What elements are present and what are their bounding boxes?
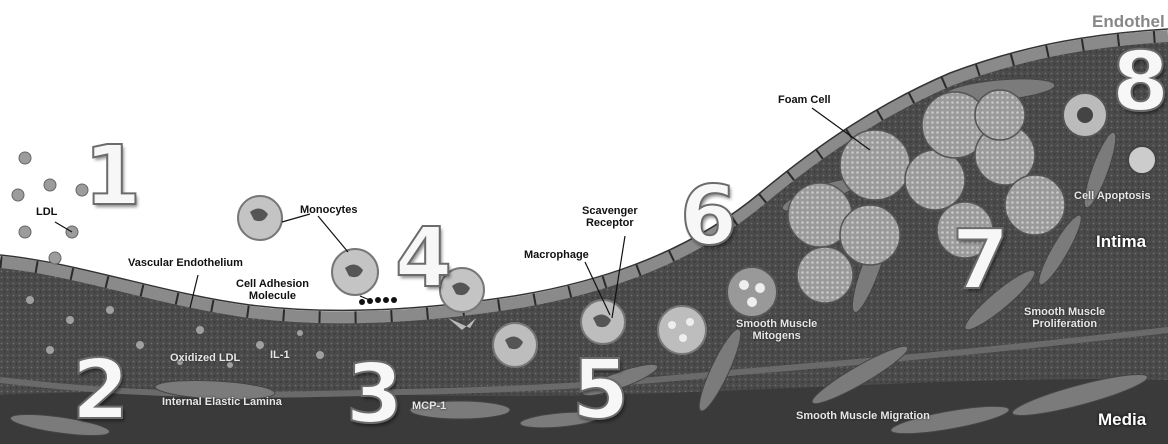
step-number-4: 4: [395, 218, 452, 300]
label-cell-apoptosis: Cell Apoptosis: [1074, 190, 1151, 202]
step-number-7: 7: [952, 220, 1009, 302]
label-foam-cell: Foam Cell: [778, 94, 831, 106]
label-scavenger-line2: Receptor: [586, 217, 634, 229]
label-sm-mitogens-line1: Smooth Muscle: [736, 318, 817, 330]
step-number-6: 6: [680, 176, 737, 258]
step-number-1: 1: [84, 136, 141, 218]
label-ldl: LDL: [36, 206, 57, 218]
label-smooth-muscle-mitogens: Smooth Muscle Mitogens: [736, 318, 817, 342]
label-scavenger-receptor: Scavenger Receptor: [582, 205, 638, 229]
label-cell-adhesion-molecule: Cell Adhesion Molecule: [236, 278, 309, 302]
label-internal-elastic-lamina: Internal Elastic Lamina: [162, 396, 282, 408]
region-label-media: Media: [1098, 410, 1146, 430]
label-vascular-endothelium: Vascular Endothelium: [128, 257, 243, 269]
step-number-5: 5: [572, 350, 629, 432]
label-smooth-muscle-proliferation: Smooth Muscle Proliferation: [1024, 306, 1105, 330]
label-cell-adhesion-line1: Cell Adhesion: [236, 278, 309, 290]
region-label-intima: Intima: [1096, 232, 1146, 252]
label-mcp1: MCP-1: [412, 400, 446, 412]
region-label-endothel: Endothel: [1092, 12, 1165, 32]
step-number-3: 3: [346, 354, 403, 436]
step-number-2: 2: [72, 350, 129, 432]
label-il1: IL-1: [270, 349, 290, 361]
label-sm-mitogens-line2: Mitogens: [753, 330, 801, 342]
label-sm-proliferation-line1: Smooth Muscle: [1024, 306, 1105, 318]
label-smooth-muscle-migration: Smooth Muscle Migration: [796, 410, 930, 422]
label-cell-adhesion-line2: Molecule: [249, 290, 296, 302]
label-monocytes: Monocytes: [300, 204, 357, 216]
label-scavenger-line1: Scavenger: [582, 205, 638, 217]
label-oxidized-ldl: Oxidized LDL: [170, 352, 240, 364]
step-number-8: 8: [1112, 42, 1168, 124]
label-sm-proliferation-line2: Proliferation: [1032, 318, 1097, 330]
label-macrophage: Macrophage: [524, 249, 589, 261]
